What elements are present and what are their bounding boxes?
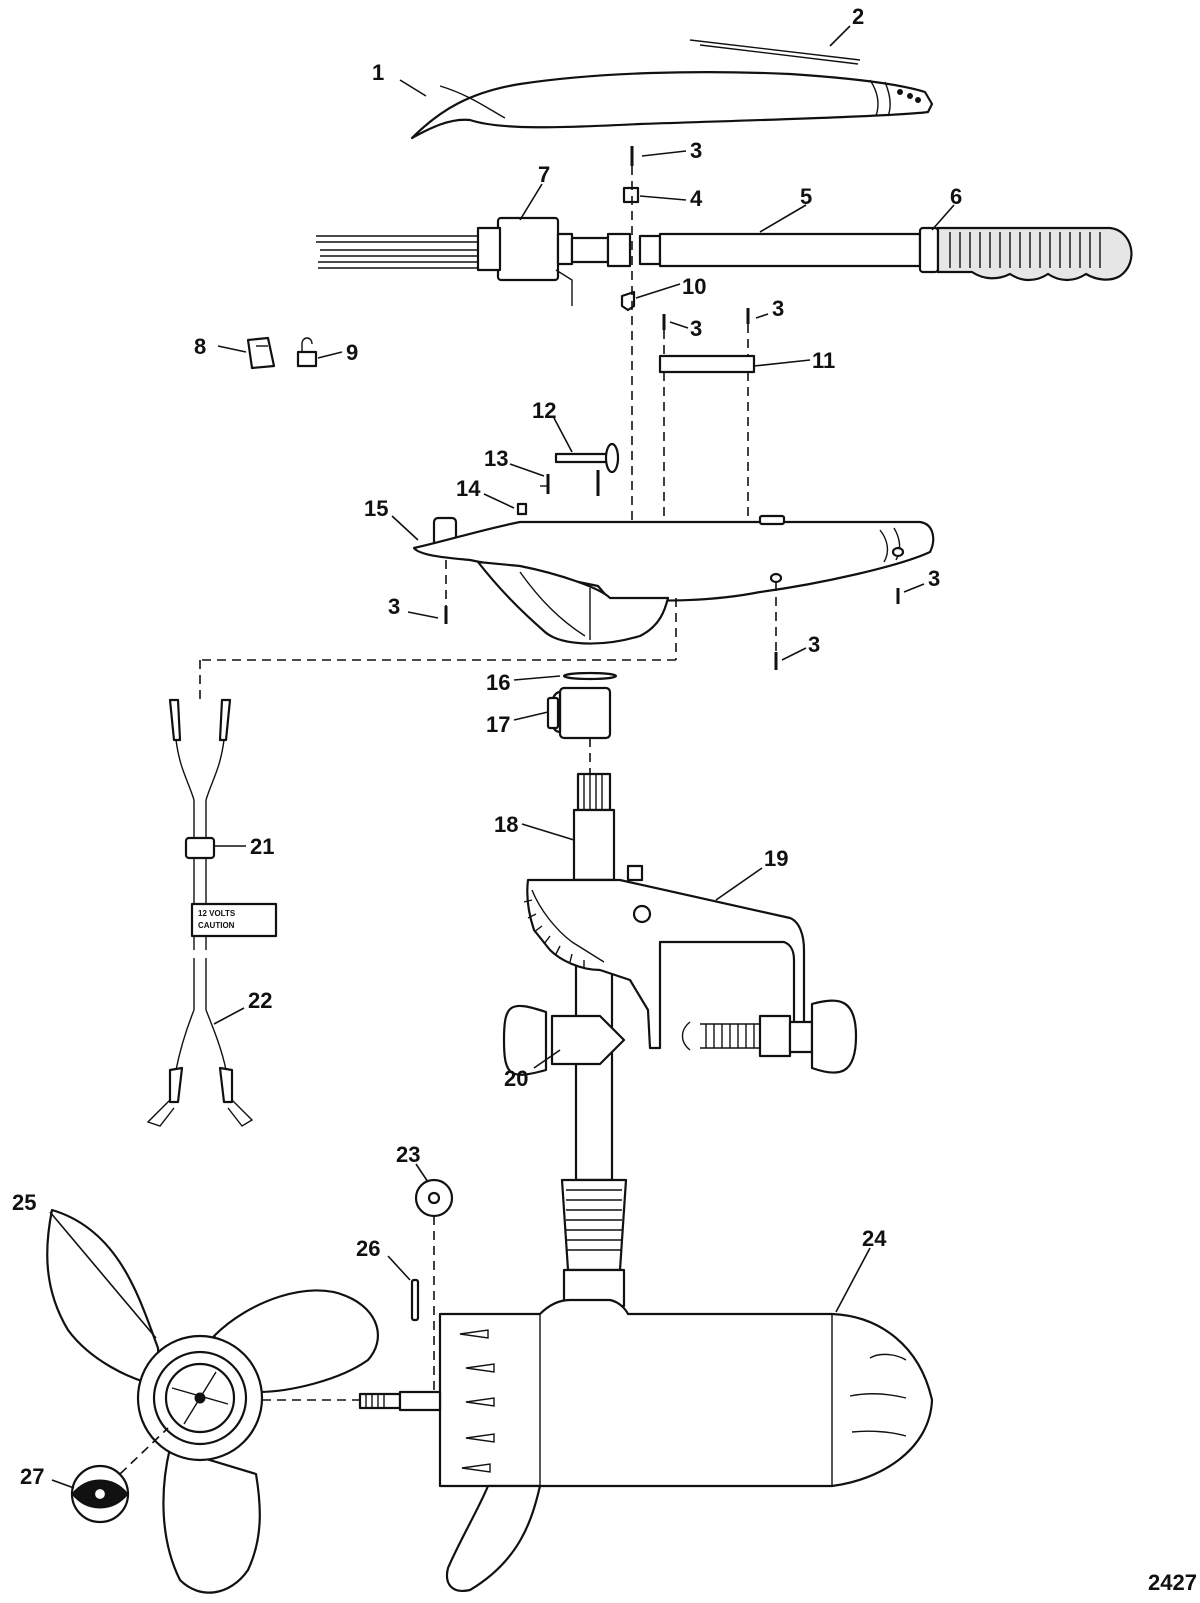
callout-21: 21 bbox=[250, 834, 274, 859]
callout-3-d: 3 bbox=[388, 594, 400, 619]
callout-5: 5 bbox=[800, 184, 812, 209]
callout-10: 10 bbox=[682, 274, 706, 299]
callout-18: 18 bbox=[494, 812, 518, 837]
collar-11 bbox=[658, 354, 756, 374]
clamp-bracket bbox=[502, 864, 858, 1076]
callout-6: 6 bbox=[950, 184, 962, 209]
callout-20: 20 bbox=[504, 1066, 528, 1091]
callout-23: 23 bbox=[396, 1142, 420, 1167]
handle-grip bbox=[936, 226, 1133, 282]
motor-housing bbox=[438, 1298, 934, 1592]
callout-12: 12 bbox=[532, 398, 556, 423]
washer-16 bbox=[562, 671, 618, 681]
callout-27: 27 bbox=[20, 1464, 44, 1489]
tag-line-1: 12 VOLTS bbox=[198, 909, 236, 918]
tag-line-2: CAUTION bbox=[198, 921, 235, 930]
leader-lines bbox=[49, 25, 955, 1489]
prop-nut-27 bbox=[70, 1464, 130, 1524]
callout-3-e: 3 bbox=[928, 566, 940, 591]
callout-17: 17 bbox=[486, 712, 510, 737]
callout-22: 22 bbox=[248, 988, 272, 1013]
callout-3-f: 3 bbox=[808, 632, 820, 657]
callout-2: 2 bbox=[852, 4, 864, 29]
callout-1: 1 bbox=[372, 60, 384, 85]
bushing-17 bbox=[546, 686, 612, 740]
callout-11: 11 bbox=[812, 348, 835, 373]
propeller-shaft bbox=[358, 1390, 442, 1412]
lower-housing bbox=[412, 514, 935, 645]
callout-14: 14 bbox=[456, 476, 481, 501]
motor-cover bbox=[410, 71, 934, 140]
callout-9: 9 bbox=[346, 340, 358, 365]
callout-15: 15 bbox=[364, 496, 388, 521]
cover-trim-strip bbox=[689, 39, 861, 65]
callout-4: 4 bbox=[690, 186, 703, 211]
callout-3: 3 bbox=[690, 138, 702, 163]
callout-3-c: 3 bbox=[772, 296, 784, 321]
figure-number: 2427 bbox=[1148, 1570, 1197, 1595]
prop-nut-23 bbox=[414, 1178, 454, 1218]
tiller-handle bbox=[570, 226, 940, 274]
nut-4 bbox=[622, 186, 640, 204]
callout-3-b: 3 bbox=[690, 316, 702, 341]
callout-25: 25 bbox=[12, 1190, 36, 1215]
callout-24: 24 bbox=[862, 1226, 887, 1251]
speed-switch bbox=[316, 216, 574, 306]
pin-14 bbox=[516, 502, 528, 516]
callout-16: 16 bbox=[486, 670, 510, 695]
callout-26: 26 bbox=[356, 1236, 380, 1261]
lock-9 bbox=[296, 337, 318, 368]
pin-13 bbox=[540, 474, 550, 494]
callout-labels: 1 2 3 4 5 6 7 10 3 3 8 9 11 12 13 14 15 … bbox=[12, 4, 962, 1489]
shear-pin-26 bbox=[410, 1278, 420, 1322]
assembly-lines bbox=[119, 166, 777, 1475]
battery-clamps bbox=[146, 958, 254, 1127]
propeller bbox=[46, 1208, 379, 1594]
key-8 bbox=[246, 336, 276, 370]
callout-19: 19 bbox=[764, 846, 788, 871]
callout-8: 8 bbox=[194, 334, 206, 359]
pin-12 bbox=[554, 442, 620, 496]
callout-13: 13 bbox=[484, 446, 508, 471]
power-cable: 12 VOLTS CAUTION bbox=[168, 698, 278, 950]
callout-7: 7 bbox=[538, 162, 550, 187]
